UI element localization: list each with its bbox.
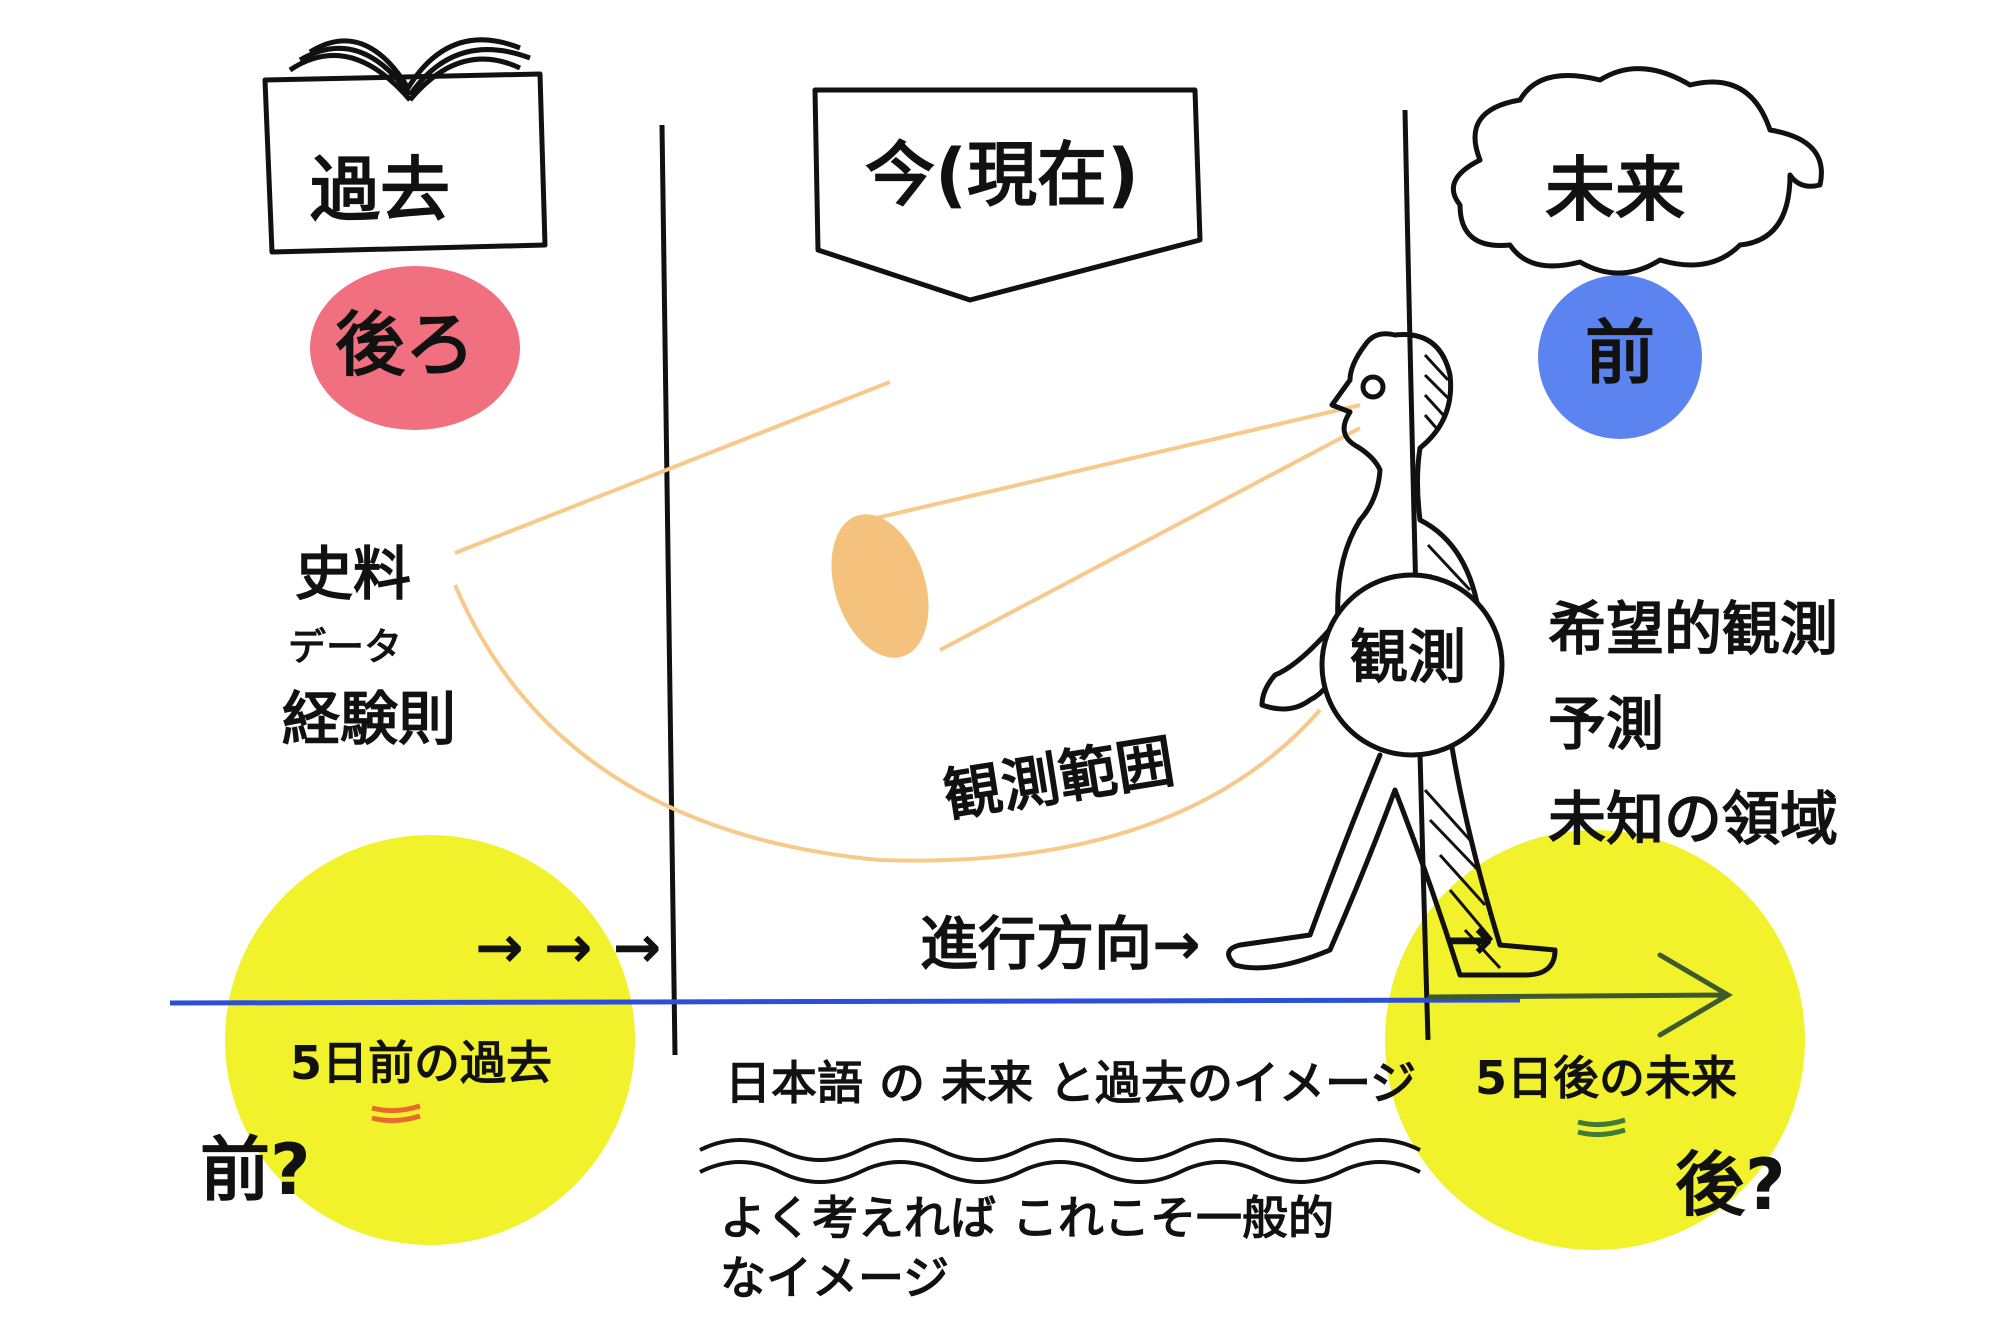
source-item-data: データ bbox=[288, 625, 403, 669]
caption-wave-line-1 bbox=[699, 1138, 1421, 1162]
front-badge-label: 前 bbox=[1585, 312, 1655, 394]
past-underline-2 bbox=[371, 1113, 421, 1124]
past-highlight-circle bbox=[225, 835, 635, 1245]
behind-badge bbox=[310, 266, 520, 430]
behind-badge-label: 後ろ bbox=[335, 304, 475, 386]
divider-past-present bbox=[659, 124, 678, 1056]
future-example-label: 5日後の未来 bbox=[1475, 1051, 1738, 1105]
past-example-label: 5日前の過去 bbox=[290, 1036, 553, 1090]
caption-wave-line-2 bbox=[699, 1160, 1421, 1184]
future-question-label: 後? bbox=[1675, 1144, 1786, 1226]
present-sign-shape bbox=[812, 87, 1203, 303]
past-title: 過去 bbox=[310, 149, 450, 231]
present-title: 今(現在) bbox=[865, 134, 1139, 216]
future-item-wishful: 希望的観測 bbox=[1548, 595, 1839, 663]
vision-cone-end bbox=[831, 514, 929, 658]
walking-figure bbox=[1226, 331, 1558, 978]
future-highlight-circle bbox=[1385, 830, 1805, 1250]
caption-body-line-1: よく考えれば これこそ一般的 bbox=[720, 1191, 1335, 1245]
future-item-unknown: 未知の領域 bbox=[1548, 785, 1839, 853]
future-item-prediction: 予測 bbox=[1548, 690, 1665, 758]
past-question-label: 前? bbox=[200, 1129, 311, 1211]
cloud-icon bbox=[1450, 66, 1824, 276]
caption-body-line-2: なイメージ bbox=[720, 1251, 950, 1305]
direction-arrow-icon: → bbox=[1445, 905, 1494, 973]
front-badge bbox=[1538, 275, 1702, 439]
observation-circle bbox=[1319, 572, 1505, 758]
timeline-line bbox=[169, 997, 1521, 1006]
observation-range-lines bbox=[453, 380, 1361, 863]
direction-label: 進行方向→ bbox=[920, 910, 1201, 978]
past-underline bbox=[371, 1103, 421, 1114]
source-item-rule-of-thumb: 経験則 bbox=[282, 685, 457, 753]
caption-title: 日本語 の 未来 と過去のイメージ bbox=[725, 1056, 1417, 1110]
book-icon bbox=[262, 37, 548, 255]
observation-label: 観測 bbox=[1350, 623, 1467, 691]
timeline-arrows: → → → bbox=[475, 913, 662, 981]
future-title: 未来 bbox=[1545, 149, 1685, 231]
future-underline bbox=[1577, 1117, 1626, 1128]
future-underline-2 bbox=[1577, 1127, 1626, 1138]
timeline-arrow-icon bbox=[1427, 952, 1733, 1038]
source-item-historical-records: 史料 bbox=[295, 540, 412, 608]
